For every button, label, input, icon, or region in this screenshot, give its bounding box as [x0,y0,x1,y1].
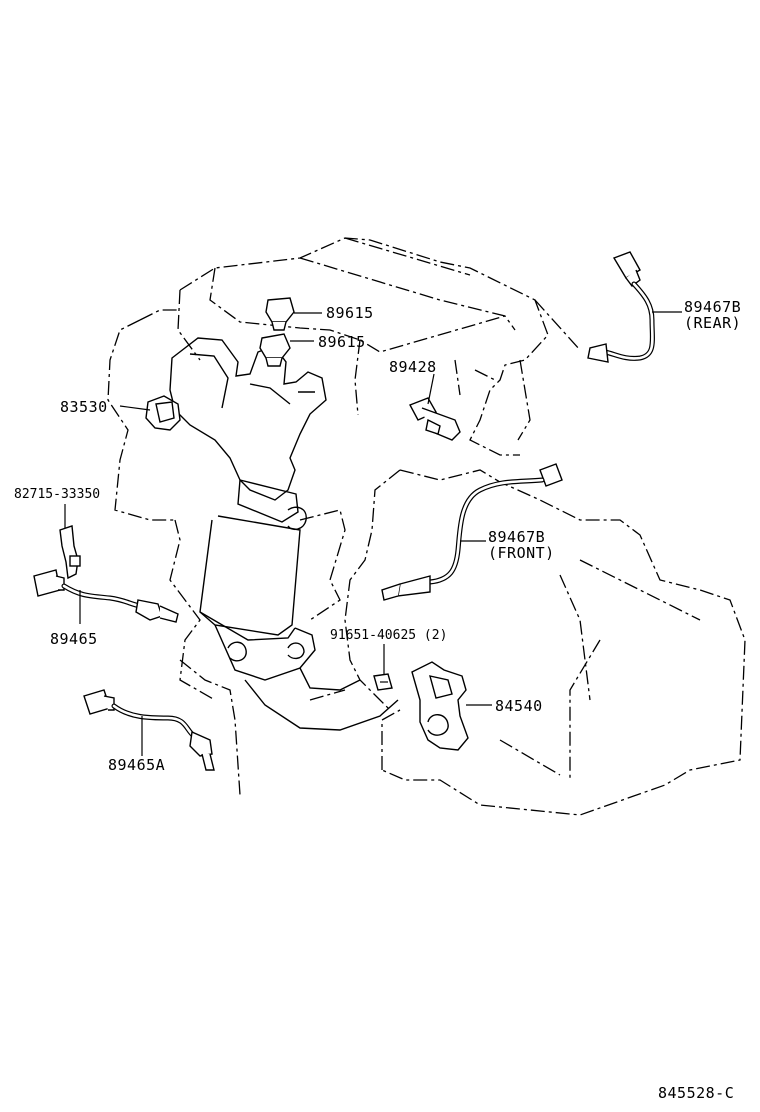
oxygen-sensor-89465A[interactable] [83,689,215,771]
label-83530[interactable]: 83530 [60,398,108,416]
label-89465A[interactable]: 89465A [108,756,165,774]
oxygen-sensor-89465[interactable] [33,569,179,623]
knock-sensor-89615-a[interactable] [265,297,295,331]
engine-outline [107,237,746,816]
leader-lines [64,311,682,756]
label-89467B-front-note: (FRONT) [488,544,555,562]
label-89467B-front[interactable]: 89467B [488,528,545,546]
crank-sensor-89428[interactable] [409,397,461,441]
diagram-code: 845528-C [658,1084,734,1102]
label-89465[interactable]: 89465 [50,630,98,648]
label-91651[interactable]: 91651-40625 (2) [330,628,447,643]
oxygen-sensor-89467B-rear[interactable] [587,251,655,363]
neutral-start-switch-84540[interactable] [411,661,469,751]
label-84540[interactable]: 84540 [495,697,543,715]
label-89428[interactable]: 89428 [389,358,437,376]
oxygen-sensor-89467B-front[interactable] [381,463,563,601]
bolt-91651[interactable] [373,673,393,691]
label-89615-b[interactable]: 89615 [318,333,366,351]
label-89467B-rear-note: (REAR) [684,314,741,332]
label-89467B-rear[interactable]: 89467B [684,298,741,316]
part-labels: 89615 89615 89428 83530 82715-33350 8946… [14,298,741,1102]
exhaust-manifold [169,337,399,731]
label-89615-a[interactable]: 89615 [326,304,374,322]
label-82715[interactable]: 82715-33350 [14,487,100,502]
bracket-82715[interactable] [59,525,81,580]
oil-pressure-switch-83530[interactable] [145,395,181,431]
knock-sensor-89615-b[interactable] [259,333,291,367]
